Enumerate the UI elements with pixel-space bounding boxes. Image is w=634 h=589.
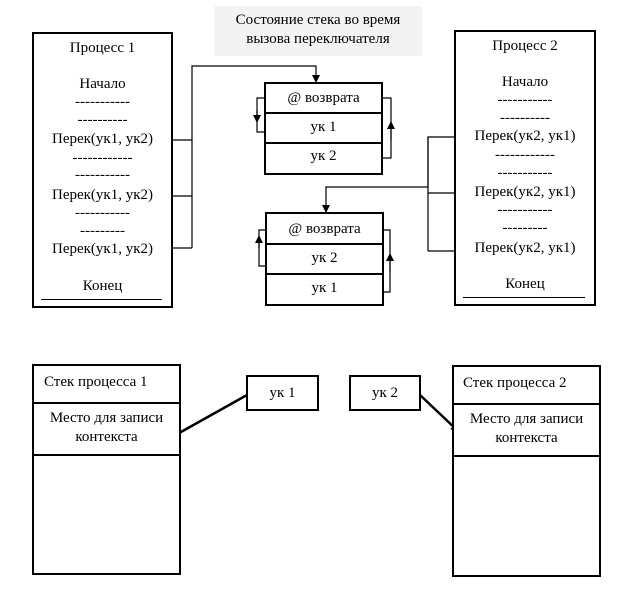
process1-dash-5: ----------- bbox=[75, 205, 130, 221]
process1-start: Начало bbox=[79, 76, 126, 92]
pointer-uk2-box: ук 2 bbox=[349, 375, 421, 411]
process1-call-2: Перек(ук1, ук2) bbox=[51, 187, 153, 203]
process1-call-3: Перек(ук1, ук2) bbox=[51, 241, 153, 257]
process1-dash-4: ----------- bbox=[75, 167, 130, 183]
process1-context-slot-line1: Место для записи bbox=[49, 410, 164, 426]
caption-line-2: вызова переключателя bbox=[246, 31, 390, 47]
process1-context-slot-line2: контекста bbox=[75, 429, 138, 445]
stack-bottom-return-address: @ возврата bbox=[288, 221, 361, 237]
process1-box bbox=[32, 32, 173, 308]
switch-stack-top: @ возврата ук 1 ук 2 bbox=[264, 82, 383, 175]
process2-end-underline bbox=[463, 297, 585, 298]
process2-dash-4: ----------- bbox=[497, 165, 553, 181]
pointer-uk1-box: ук 1 bbox=[246, 375, 319, 411]
stack-top-param-2: ук 2 bbox=[266, 142, 381, 172]
process1-dash-2: ---------- bbox=[77, 112, 128, 128]
process1-dash-6: --------- bbox=[80, 223, 125, 239]
process2-title: Процесс 2 bbox=[492, 38, 558, 54]
pointer2-arrow bbox=[419, 394, 459, 432]
process2-dash-3: ------------ bbox=[495, 147, 555, 163]
process1-stack: Стек процесса 1 Место для записи контекс… bbox=[32, 364, 181, 575]
stack-top-param-1: ук 1 bbox=[266, 112, 381, 142]
process2-call-2: Перек(ук2, ук1) bbox=[474, 184, 576, 200]
stack-state-caption: Состояние стека во время вызова переключ… bbox=[214, 6, 422, 56]
process1-call-connector bbox=[160, 65, 320, 141]
stack-bottom-param-2: ук 1 bbox=[267, 273, 382, 304]
process1-dash-3: ------------ bbox=[72, 150, 133, 166]
process2-call-3: Перек(ук2, ук1) bbox=[474, 240, 576, 256]
process2-start: Начало bbox=[501, 74, 549, 90]
pointer1-arrow bbox=[171, 393, 248, 439]
process2-context-slot: Место для записи контекста bbox=[454, 403, 599, 457]
process1-stack-title: Стек процесса 1 bbox=[44, 374, 148, 390]
process1-context-slot: Место для записи контекста bbox=[34, 402, 179, 456]
pointer-uk1-label: ук 1 bbox=[269, 385, 296, 401]
process2-end: Конец bbox=[505, 276, 545, 292]
process1-end-underline bbox=[41, 299, 162, 300]
switch-stack-bottom: @ возврата ук 2 ук 1 bbox=[265, 212, 384, 306]
process2-context-slot-line2: контекста bbox=[495, 430, 558, 446]
process2-dash-1: ----------- bbox=[497, 92, 553, 108]
process2-dash-5: ----------- bbox=[497, 202, 553, 218]
stack-bottom-param-1: ук 2 bbox=[267, 243, 382, 273]
stack-top-return-address: @ возврата bbox=[287, 90, 360, 106]
process2-dash-2: ---------- bbox=[500, 110, 550, 126]
process1-end: Конец bbox=[82, 278, 123, 294]
process1-call-1: Перек(ук1, ук2) bbox=[51, 131, 153, 147]
process2-context-slot-line1: Место для записи bbox=[469, 411, 584, 427]
process1-dash-1: ----------- bbox=[75, 94, 130, 110]
process2-stack: Стек процесса 2 Место для записи контекс… bbox=[452, 365, 601, 577]
process2-dash-6: --------- bbox=[502, 220, 548, 236]
pointer-uk2-label: ук 2 bbox=[371, 385, 399, 401]
process2-box bbox=[454, 30, 596, 306]
caption-line-1: Состояние стека во время bbox=[235, 12, 401, 28]
process2-call-1: Перек(ук2, ук1) bbox=[474, 128, 576, 144]
process2-stack-title: Стек процесса 2 bbox=[463, 375, 567, 391]
process1-title: Процесс 1 bbox=[69, 40, 136, 56]
